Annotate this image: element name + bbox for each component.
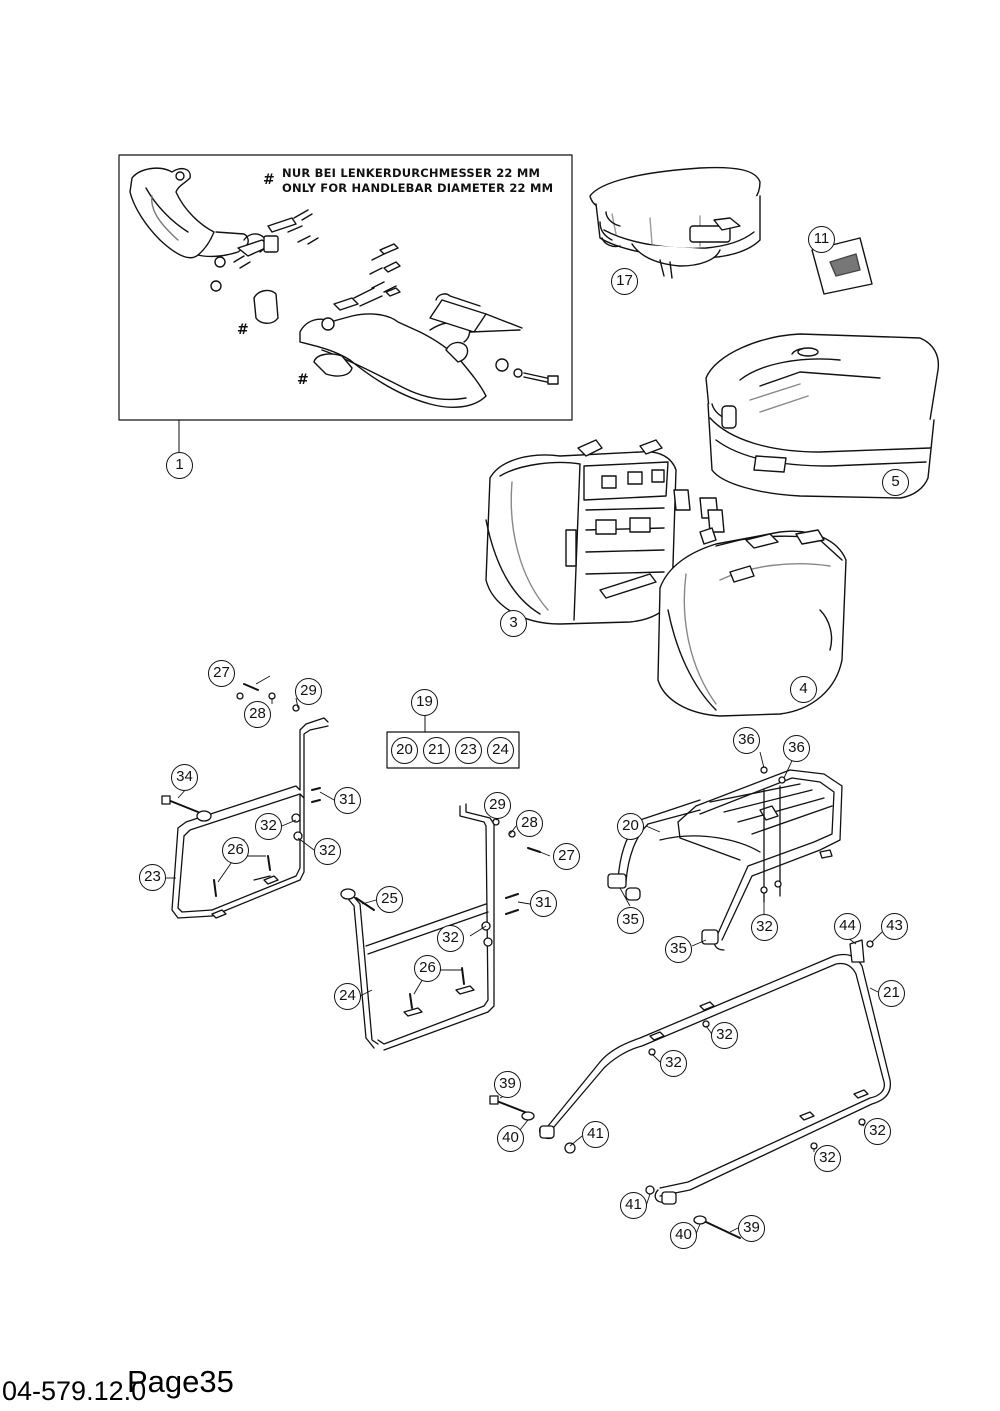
sticker-drawing xyxy=(811,237,873,295)
left-carrier-frame-drawing xyxy=(161,683,329,919)
callout-part-34: 34 xyxy=(171,764,198,791)
callout-part-1: 1 xyxy=(166,452,193,479)
handlebar-note: NUR BEI LENKERDURCHMESSER 22 MM ONLY FOR… xyxy=(282,166,553,196)
diagram-code: 04-579.12.0 xyxy=(2,1376,147,1406)
callout-part-29: 29 xyxy=(484,792,511,819)
callout-part-31: 31 xyxy=(530,890,557,917)
callout-kit-part: 20 xyxy=(391,737,418,764)
callout-part-39: 39 xyxy=(494,1071,521,1098)
seat-cushion-drawing xyxy=(589,166,761,279)
callout-part-41: 41 xyxy=(620,1192,647,1219)
callout-part-28: 28 xyxy=(244,701,271,728)
callout-part-40: 40 xyxy=(670,1222,697,1249)
callout-part-25: 25 xyxy=(376,886,403,913)
note-line-german: NUR BEI LENKERDURCHMESSER 22 MM xyxy=(282,166,541,180)
callout-part-29: 29 xyxy=(295,678,322,705)
callout-part-39: 39 xyxy=(738,1215,765,1242)
callout-part-36: 36 xyxy=(783,735,810,762)
handguard-right-drawing xyxy=(299,243,559,408)
callout-kit-part: 21 xyxy=(423,737,450,764)
callout-part-5: 5 xyxy=(882,469,909,496)
callout-part-32: 32 xyxy=(437,925,464,952)
callout-part-32: 32 xyxy=(864,1118,891,1145)
callout-part-40: 40 xyxy=(497,1125,524,1152)
rear-frame-drawing xyxy=(489,939,892,1239)
callout-kit-part: 23 xyxy=(455,737,482,764)
handguard-kit-box xyxy=(118,154,573,453)
callout-kit-part: 24 xyxy=(487,737,514,764)
callout-part-32: 32 xyxy=(660,1050,687,1077)
callout-part-11: 11 xyxy=(808,226,835,253)
luggage-rack-drawing xyxy=(607,766,843,951)
callout-part-27: 27 xyxy=(208,660,235,687)
side-case-right-drawing xyxy=(657,527,847,717)
callout-part-32: 32 xyxy=(314,838,341,865)
callout-part-20: 20 xyxy=(617,813,644,840)
callout-part-44: 44 xyxy=(834,913,861,940)
callout-part-32: 32 xyxy=(751,914,778,941)
callout-part-32: 32 xyxy=(814,1145,841,1172)
right-carrier-frame-drawing xyxy=(340,803,541,1051)
callout-part-31: 31 xyxy=(334,787,361,814)
callout-part-17: 17 xyxy=(611,268,638,295)
callout-part-32: 32 xyxy=(711,1022,738,1049)
note-line-english: ONLY FOR HANDLEBAR DIAMETER 22 MM xyxy=(282,181,554,195)
callout-part-35: 35 xyxy=(617,907,644,934)
callout-part-41: 41 xyxy=(582,1121,609,1148)
callout-part-4: 4 xyxy=(790,676,817,703)
callout-part-32: 32 xyxy=(255,813,282,840)
callout-part-35: 35 xyxy=(665,936,692,963)
hash-marker: # xyxy=(263,172,275,188)
callout-part-28: 28 xyxy=(516,810,543,837)
carrier-kit-box xyxy=(386,715,520,769)
hash-marker: # xyxy=(297,372,309,388)
callout-part-23: 23 xyxy=(139,864,166,891)
callout-part-27: 27 xyxy=(553,843,580,870)
callout-part-21: 21 xyxy=(878,980,905,1007)
hash-marker: # xyxy=(237,322,249,338)
top-case-drawing xyxy=(705,333,940,499)
callout-part-26: 26 xyxy=(414,955,441,982)
callout-part-43: 43 xyxy=(881,913,908,940)
page-label: Page35 xyxy=(127,1364,234,1399)
callout-part-36: 36 xyxy=(733,727,760,754)
callout-part-19: 19 xyxy=(411,689,438,716)
side-case-left-drawing xyxy=(485,439,725,625)
callout-part-26: 26 xyxy=(222,837,249,864)
callout-part-24: 24 xyxy=(334,983,361,1010)
callout-part-3: 3 xyxy=(500,610,527,637)
handguard-left-drawing xyxy=(129,167,319,324)
